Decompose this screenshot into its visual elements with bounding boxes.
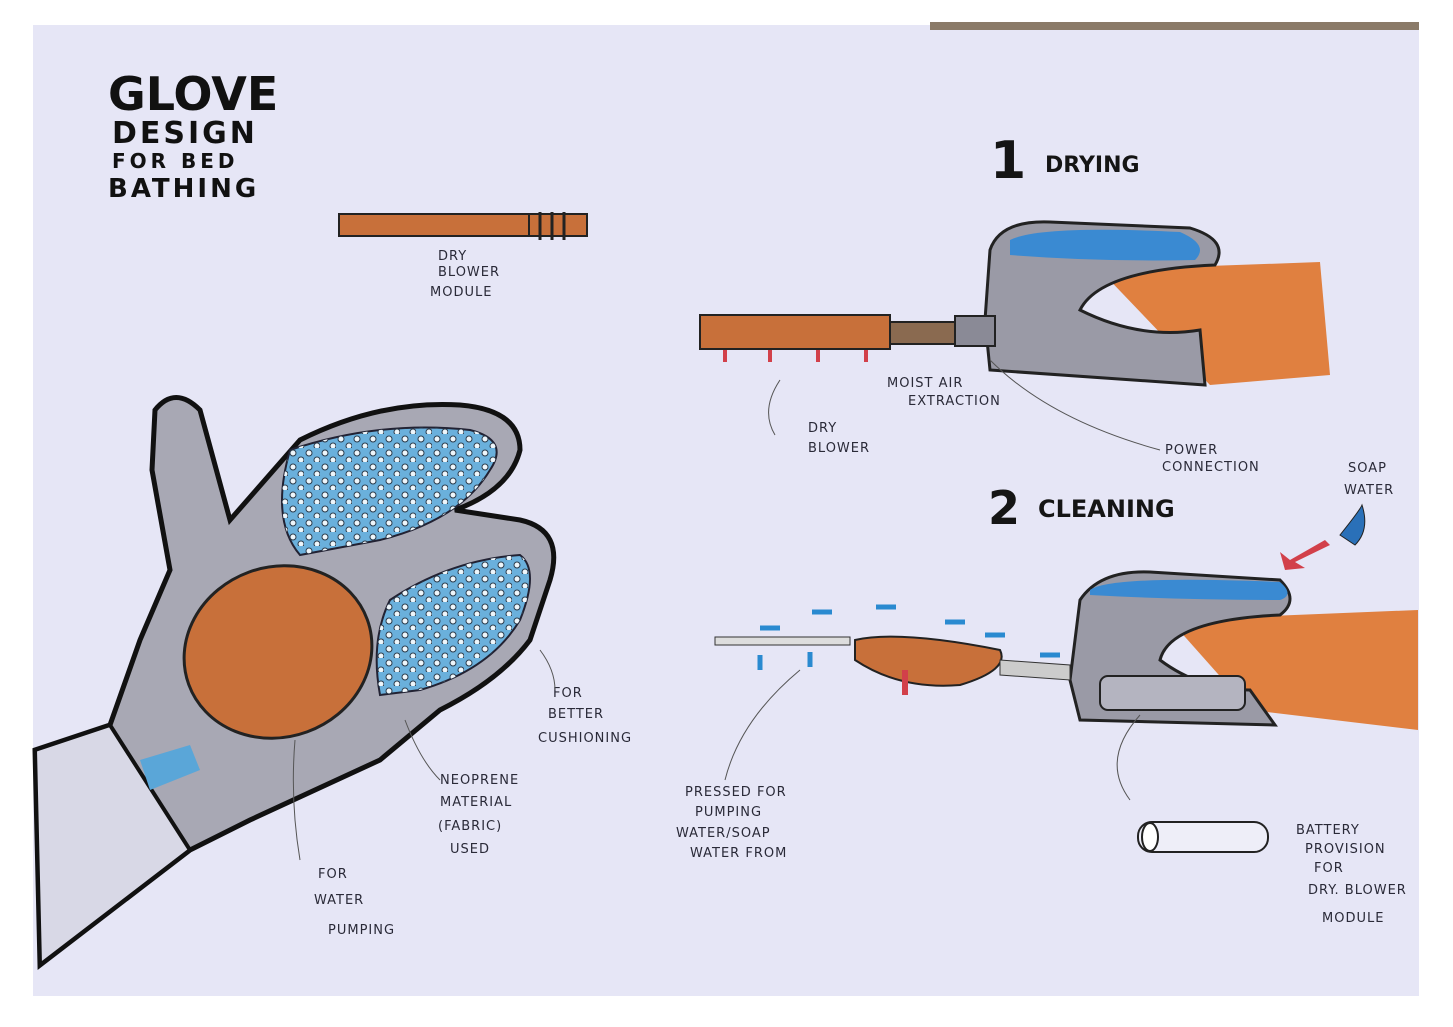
label-text: 2 bbox=[988, 481, 1020, 535]
label-text: BLOWER bbox=[438, 265, 500, 280]
label-text: FOR bbox=[1314, 861, 1344, 876]
label-text: CUSHIONING bbox=[538, 731, 632, 746]
label-text: SOAP bbox=[1348, 461, 1387, 476]
label-text: CLEANING bbox=[1038, 495, 1175, 523]
label-text: BATHING bbox=[108, 174, 259, 204]
battery-label: BATTERY PROVISION FOR DRY. BLOWER MODULE bbox=[1296, 823, 1407, 926]
dry-blower-module-label: DRY BLOWER MODULE bbox=[430, 249, 500, 300]
label-text: MOIST AIR bbox=[887, 376, 963, 391]
power-connection-label: POWER CONNECTION bbox=[1162, 443, 1260, 475]
label-text: FOR BED bbox=[112, 149, 239, 173]
leader-lines bbox=[292, 359, 1161, 861]
label-text: DRY. BLOWER bbox=[1308, 883, 1407, 898]
label-text: CONNECTION bbox=[1162, 460, 1260, 475]
cleaning-device-drawing bbox=[714, 503, 1418, 730]
background-strip bbox=[930, 22, 1419, 30]
label-text: WATER/SOAP bbox=[676, 826, 771, 841]
section-drying: 1 DRYING bbox=[990, 131, 1140, 191]
label-text: FOR bbox=[318, 867, 348, 882]
battery-drawing bbox=[1137, 821, 1269, 853]
label-text: EXTRACTION bbox=[908, 394, 1001, 409]
moist-air-label: MOIST AIR EXTRACTION bbox=[887, 376, 1001, 409]
label-text: MODULE bbox=[430, 285, 492, 300]
label-text: DESIGN bbox=[112, 116, 258, 151]
label-text: FOR bbox=[553, 686, 583, 701]
water-pumping-label: FOR WATER PUMPING bbox=[314, 867, 395, 938]
label-text: BLOWER bbox=[808, 441, 870, 456]
neoprene-label: NEOPRENE MATERIAL (FABRIC) USED bbox=[438, 773, 519, 857]
label-text: GLOVE bbox=[108, 67, 278, 121]
label-text: USED bbox=[450, 842, 490, 857]
label-text: MATERIAL bbox=[440, 795, 512, 810]
label-text: BETTER bbox=[548, 707, 604, 722]
dry-blower-module-drawing bbox=[338, 212, 588, 240]
label-text: WATER bbox=[1344, 483, 1394, 498]
soap-water-label: SOAP WATER bbox=[1344, 461, 1394, 498]
label-text: 1 bbox=[990, 131, 1026, 191]
page-title: GLOVE DESIGN FOR BED BATHING bbox=[108, 67, 278, 204]
glove-drawing bbox=[32, 395, 557, 970]
label-text: NEOPRENE bbox=[440, 773, 519, 788]
label-text: DRY bbox=[438, 249, 467, 264]
label-text: MODULE bbox=[1322, 911, 1384, 926]
pressed-label: PRESSED FOR PUMPING WATER/SOAP WATER FRO… bbox=[676, 785, 787, 861]
label-text: PROVISION bbox=[1305, 842, 1386, 857]
drying-device-drawing bbox=[699, 220, 1330, 387]
label-text: WATER FROM bbox=[690, 846, 787, 861]
label-text: DRYING bbox=[1045, 153, 1140, 178]
label-text: WATER bbox=[314, 893, 364, 908]
label-text: BATTERY bbox=[1296, 823, 1360, 838]
label-text: POWER bbox=[1165, 443, 1218, 458]
cushioning-label: FOR BETTER CUSHIONING bbox=[538, 686, 632, 746]
label-text: PUMPING bbox=[695, 805, 762, 820]
label-text: (FABRIC) bbox=[438, 819, 502, 834]
label-text: PUMPING bbox=[328, 923, 395, 938]
label-text: DRY bbox=[808, 421, 837, 436]
dry-blower-label: DRY BLOWER bbox=[808, 421, 870, 456]
label-text: PRESSED FOR bbox=[685, 785, 787, 800]
section-cleaning: 2 CLEANING bbox=[988, 481, 1175, 535]
